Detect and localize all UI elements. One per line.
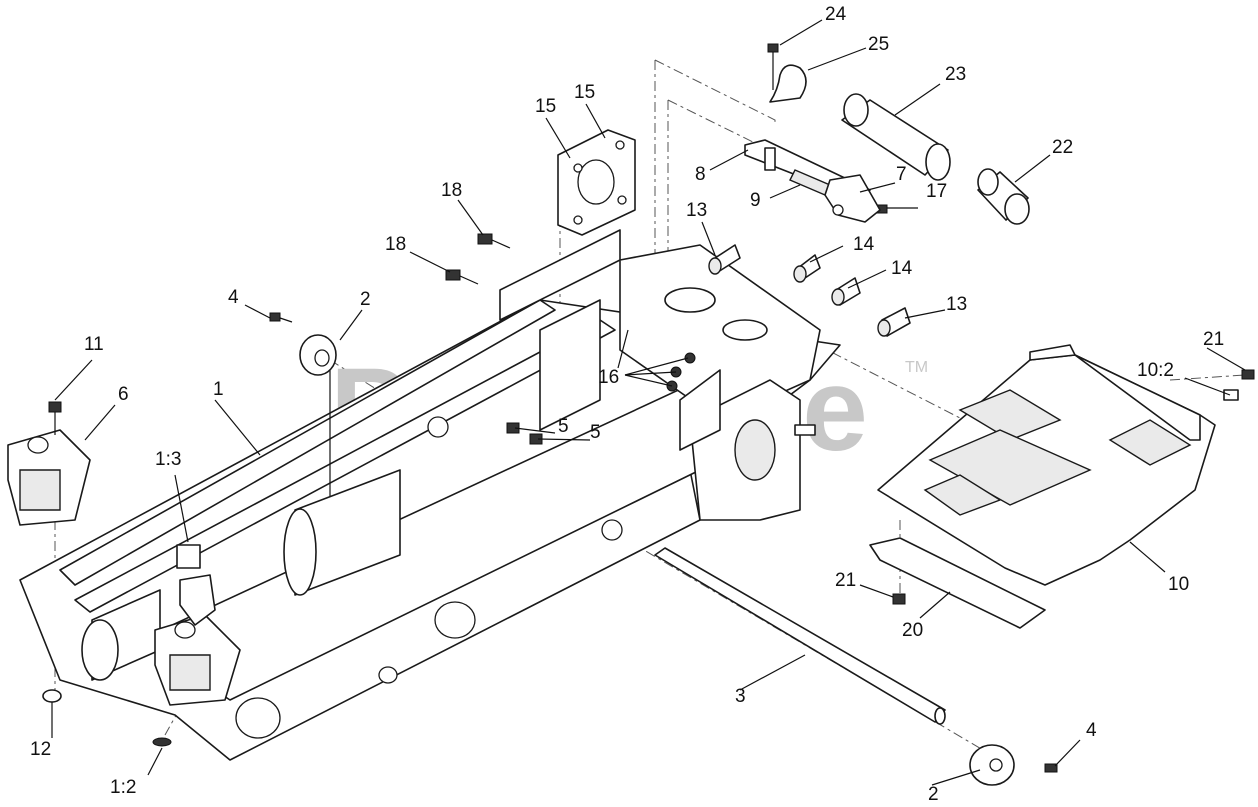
callout-5b: 5 xyxy=(590,422,601,443)
callout-22: 22 xyxy=(1052,137,1073,158)
screw-24 xyxy=(767,43,779,53)
callout-14-upper: 14 xyxy=(853,234,875,255)
callout-10-2: 10:2 xyxy=(1137,360,1174,381)
latch-assembly xyxy=(744,139,881,223)
callout-15-left: 15 xyxy=(535,96,556,117)
callout-7: 7 xyxy=(896,164,907,185)
bolt-4-lower xyxy=(1044,763,1058,773)
callout-23: 23 xyxy=(945,64,966,85)
callout-21-right: 21 xyxy=(1203,329,1224,350)
mount-plate-15 xyxy=(557,129,636,236)
shim-10-2 xyxy=(1223,389,1239,401)
callout-labels: 1 1:2 1:3 2 2 3 4 4 5 5 6 7 8 9 10 10:2 … xyxy=(30,4,1224,805)
callout-12: 12 xyxy=(30,739,51,760)
callout-18-upper: 18 xyxy=(441,180,462,201)
callout-2-lower: 2 xyxy=(928,784,939,805)
callout-13-left: 13 xyxy=(686,200,707,221)
callout-1: 1 xyxy=(213,379,224,400)
pivot-shaft-3 xyxy=(654,547,946,725)
callout-14-lower: 14 xyxy=(891,258,913,279)
callout-20: 20 xyxy=(902,620,923,641)
callout-21-lower: 21 xyxy=(835,570,856,591)
frame-port-left xyxy=(235,697,281,739)
bolt-21-right xyxy=(1241,369,1255,380)
callout-4-lower: 4 xyxy=(1086,720,1097,741)
axle-tube xyxy=(81,469,401,681)
pivot-bracket-upper xyxy=(7,429,91,526)
bolt-4-upper xyxy=(269,312,281,322)
callout-11: 11 xyxy=(84,334,104,355)
strip-plate-20 xyxy=(869,537,1046,629)
callout-1-2: 1:2 xyxy=(110,777,136,798)
latch-bracket-7 xyxy=(824,174,881,223)
callout-16: 16 xyxy=(598,367,619,388)
fastener-parts xyxy=(42,43,1255,786)
tower-assembly xyxy=(499,229,821,521)
callout-3: 3 xyxy=(735,686,746,707)
rivet-part xyxy=(152,737,172,747)
callout-13-right: 13 xyxy=(946,294,967,315)
callout-8: 8 xyxy=(695,164,706,185)
watermark-trademark: TM xyxy=(905,359,928,376)
callout-24: 24 xyxy=(825,4,847,25)
callout-4-upper: 4 xyxy=(228,287,239,308)
callout-6: 6 xyxy=(118,384,129,405)
frame-hole-small xyxy=(378,666,398,684)
callout-leaders xyxy=(51,19,1246,786)
callout-9: 9 xyxy=(750,190,761,211)
callout-17: 17 xyxy=(926,181,947,202)
callout-18-lower: 18 xyxy=(385,234,406,255)
pivot-bracket-lower xyxy=(154,614,241,706)
decal-part xyxy=(176,544,201,569)
handle-parts xyxy=(769,64,1030,225)
callout-10: 10 xyxy=(1168,574,1189,595)
foot-plate-10 xyxy=(877,344,1216,586)
bolt-21-lower xyxy=(892,593,906,605)
clamp-25 xyxy=(769,64,807,103)
callout-15-right: 15 xyxy=(574,82,595,103)
bolt-11 xyxy=(48,401,62,413)
bolt-18a xyxy=(477,233,493,245)
callout-5a: 5 xyxy=(558,416,569,437)
callout-1-3: 1:3 xyxy=(155,449,181,470)
callout-2-upper: 2 xyxy=(360,289,371,310)
clip-bracket xyxy=(179,574,216,626)
frame-port-middle xyxy=(434,601,476,639)
washer-12 xyxy=(42,689,62,703)
bolt-18b xyxy=(445,269,461,281)
callout-25: 25 xyxy=(868,34,889,55)
nut-16a xyxy=(684,352,696,364)
